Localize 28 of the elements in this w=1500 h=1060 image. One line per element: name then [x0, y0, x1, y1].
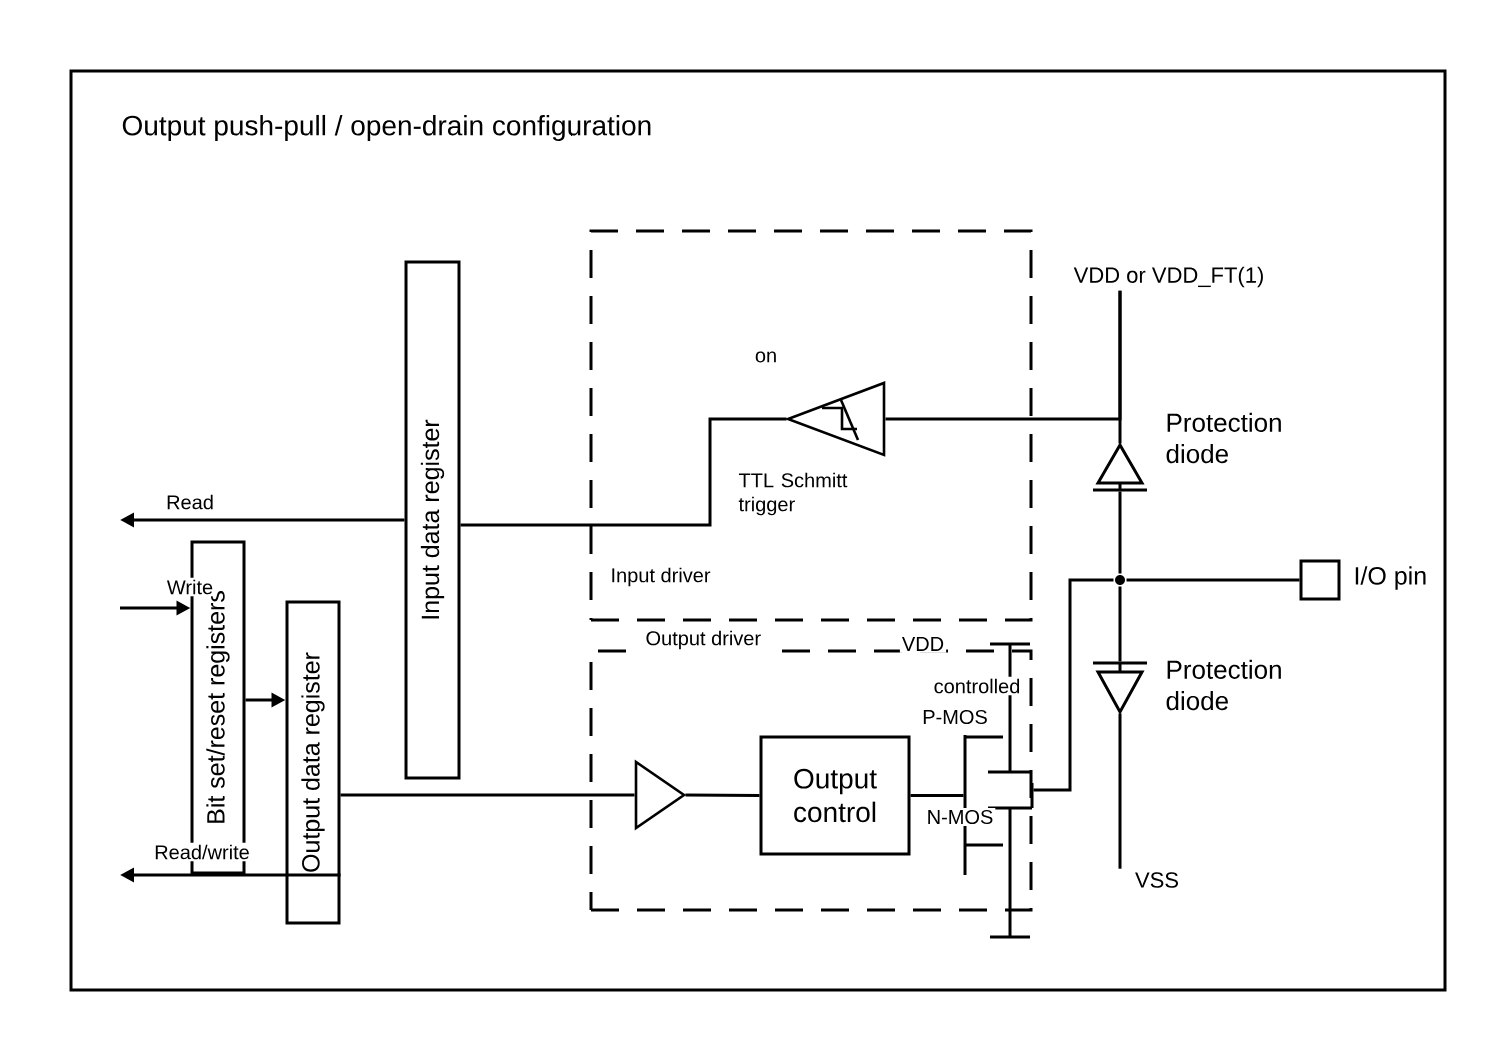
- connector-line: [1033, 578, 1114, 792]
- register-box: Output data register: [285, 600, 341, 925]
- edge-label: Read: [164, 492, 216, 512]
- register-box: Input data register: [404, 260, 461, 780]
- connector-line: [1118, 586, 1122, 662]
- component-label: TTL Schmitt trigger: [738, 472, 848, 516]
- component-label: Protection diode: [1166, 659, 1281, 711]
- connector-line: [1118, 713, 1122, 869]
- signal-label: controlled: [931, 676, 1023, 696]
- edge-label: Read/write: [152, 842, 252, 862]
- supply-label: VDD or VDD_FT(1): [1073, 266, 1263, 288]
- connector-line: [1118, 491, 1122, 574]
- connector-line: [910, 794, 964, 797]
- connector-line: [1118, 290, 1122, 444]
- connector-line: [1126, 578, 1300, 582]
- component-label: Protection diode: [1166, 412, 1281, 464]
- connector-line: [460, 417, 787, 527]
- control-box: Output control: [759, 735, 911, 856]
- connector-line: [685, 793, 760, 797]
- signal-label: VDD: [899, 635, 947, 653]
- component-label: I/O pin: [1355, 566, 1426, 590]
- node-label: Output driver: [646, 630, 761, 650]
- title: Output push-pull / open-drain configuration: [122, 114, 651, 142]
- supply-label: VSS: [1135, 872, 1178, 888]
- signal-label: N-MOS: [924, 807, 996, 827]
- signal-label: P-MOS: [920, 707, 990, 727]
- connector-line: [340, 793, 635, 797]
- component-label: on: [755, 351, 776, 363]
